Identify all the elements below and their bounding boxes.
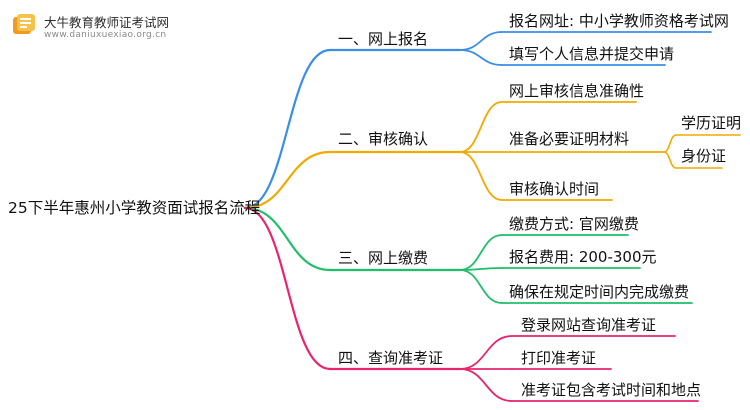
leaf-connector [459,234,503,271]
leaf-label: 登录网站查询准考证 [521,316,657,334]
leaf-connector [459,101,503,153]
leaf-connector [663,151,677,169]
leaf-connector [459,151,503,201]
leaf-connector [459,31,503,51]
root-connector [243,206,332,272]
branch-label: 三、网上缴费 [338,249,429,267]
leaf-label: 学历证明 [681,114,742,132]
leaf-label: 报名网址: 中小学教师资格考试网 [509,12,729,30]
leaf-label: 报名费用: 200-300元 [509,248,657,266]
leaf-label: 打印准考证 [521,349,597,367]
brand-name: 大牛教育教师证考试网 [44,15,170,30]
book-logo-icon [13,14,35,34]
root-connector [243,150,332,210]
leaf-label: 确保在规定时间内完成缴费 [509,283,690,301]
mindmap-root: 25下半年惠州小学教资面试报名流程 [8,199,261,217]
leaf-label: 缴费方式: 官网缴费 [509,215,639,233]
leaf-label: 准考证包含考试时间和地点 [521,381,702,399]
root-connector [243,206,332,371]
leaf-label: 准备必要证明材料 [509,130,630,148]
leaf-label: 审核确认时间 [509,180,600,198]
leaf-connector [459,269,503,304]
site-logo[interactable]: 大牛教育教师证考试网 www.daniuxuexiao.org.cn [10,8,170,44]
leaf-label: 身份证 [681,147,727,165]
leaf-connector [459,368,513,402]
branch-label: 二、审核确认 [338,130,429,148]
leaf-connector [459,49,503,66]
leaf-connector [663,134,677,153]
leaf-label: 网上审核信息准确性 [509,82,645,100]
branch-label: 一、网上报名 [338,30,429,48]
leaf-connector [459,335,513,370]
branch-label: 四、查询准考证 [338,349,444,367]
brand-url: www.daniuxuexiao.org.cn [44,30,167,40]
root-connector [243,48,332,210]
leaf-label: 填写个人信息并提交申请 [509,45,675,63]
